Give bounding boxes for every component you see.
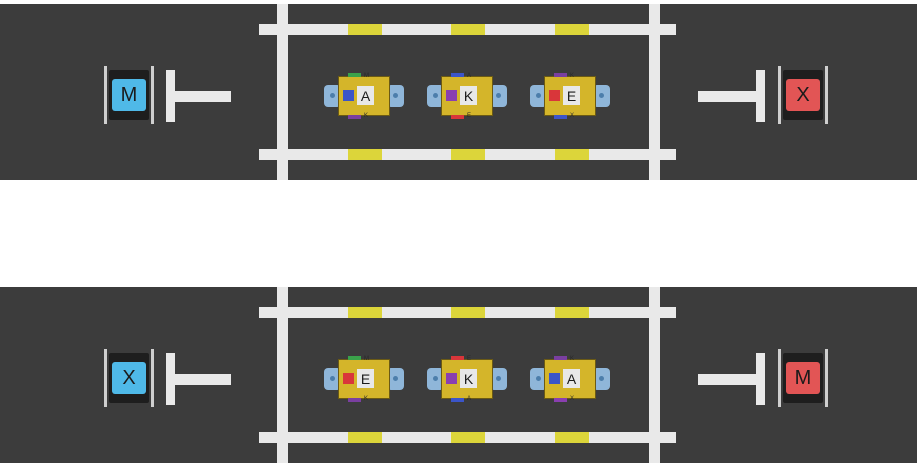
robot-letter: A — [563, 369, 580, 388]
robot-color-square — [343, 373, 354, 384]
robot-mini-label-bottom: X — [570, 113, 574, 119]
robot: A E K — [427, 73, 507, 119]
robot-tab-top — [554, 73, 567, 77]
robot-tab-top — [451, 356, 464, 360]
tape-stripe — [555, 149, 589, 160]
base-post — [104, 349, 107, 407]
robot-tab-bottom — [451, 398, 464, 402]
tape-stripe — [555, 24, 589, 35]
base-post — [104, 66, 107, 124]
robot: M K A — [324, 73, 404, 119]
right-tee-stem — [698, 91, 756, 102]
robot-color-square — [549, 90, 560, 101]
robot-letter: K — [460, 86, 477, 105]
robot-tab-top — [554, 356, 567, 360]
tape-stripe — [348, 24, 382, 35]
tape-stripe — [555, 307, 589, 318]
tape-stripe — [348, 307, 382, 318]
robot-mini-label-bottom: K — [364, 396, 368, 402]
robot-tab-bottom — [554, 115, 567, 119]
robot-tab-bottom — [348, 398, 361, 402]
robot: K X A — [530, 356, 610, 402]
robot-color-square — [549, 373, 560, 384]
tape-stripe — [451, 307, 485, 318]
robot-mini-label-top: K — [570, 356, 574, 362]
robot-mini-label-top: M — [364, 356, 369, 362]
left-base: M — [104, 66, 154, 124]
bottom-horizontal-line — [259, 149, 676, 160]
right-tee-bar — [756, 70, 765, 122]
right-tee-bar — [756, 353, 765, 405]
tape-stripe — [555, 432, 589, 443]
tape-stripe — [451, 432, 485, 443]
tape-stripe — [348, 149, 382, 160]
right-base: M — [778, 349, 828, 407]
right-base-tile: X — [786, 79, 820, 111]
base-post — [825, 66, 828, 124]
top-horizontal-line — [259, 24, 676, 35]
robot-tab-bottom — [554, 398, 567, 402]
robot-mini-label-top: K — [570, 73, 574, 79]
robot-color-square — [343, 90, 354, 101]
base-post — [778, 66, 781, 124]
robot-color-square — [446, 90, 457, 101]
robot-letter: E — [357, 369, 374, 388]
robot-mini-label-top: M — [364, 73, 369, 79]
robot-mini-label-top: E — [467, 356, 471, 362]
robot-mini-label-bottom: K — [364, 113, 368, 119]
tape-stripe — [451, 149, 485, 160]
robot-color-square — [446, 373, 457, 384]
bottom-horizontal-line — [259, 432, 676, 443]
left-tee-stem — [173, 91, 231, 102]
base-post — [151, 349, 154, 407]
robot-tab-top — [348, 73, 361, 77]
field-top: M X M K A A E K — [0, 4, 917, 180]
left-base-tile: X — [112, 362, 146, 394]
base-post — [151, 66, 154, 124]
robot-mini-label-bottom: A — [467, 396, 471, 402]
robot: M K E — [324, 356, 404, 402]
left-base-tile: M — [112, 79, 146, 111]
left-base: X — [104, 349, 154, 407]
field-bottom: X M M K E E A K — [0, 287, 917, 463]
robot: E A K — [427, 356, 507, 402]
robot-tab-top — [451, 73, 464, 77]
robot-mini-label-bottom: X — [570, 396, 574, 402]
base-post — [825, 349, 828, 407]
right-tee-stem — [698, 374, 756, 385]
base-post — [778, 349, 781, 407]
robot-mini-label-top: A — [467, 73, 471, 79]
robot-letter: K — [460, 369, 477, 388]
tape-stripe — [348, 432, 382, 443]
robot-tab-bottom — [451, 115, 464, 119]
right-base-tile: M — [786, 362, 820, 394]
robot-mini-label-bottom: E — [467, 113, 471, 119]
tape-stripe — [451, 24, 485, 35]
robot: K X E — [530, 73, 610, 119]
robot-tab-bottom — [348, 115, 361, 119]
robot-letter: E — [563, 86, 580, 105]
top-horizontal-line — [259, 307, 676, 318]
robot-tab-top — [348, 356, 361, 360]
right-base: X — [778, 66, 828, 124]
left-tee-stem — [173, 374, 231, 385]
robot-letter: A — [357, 86, 374, 105]
